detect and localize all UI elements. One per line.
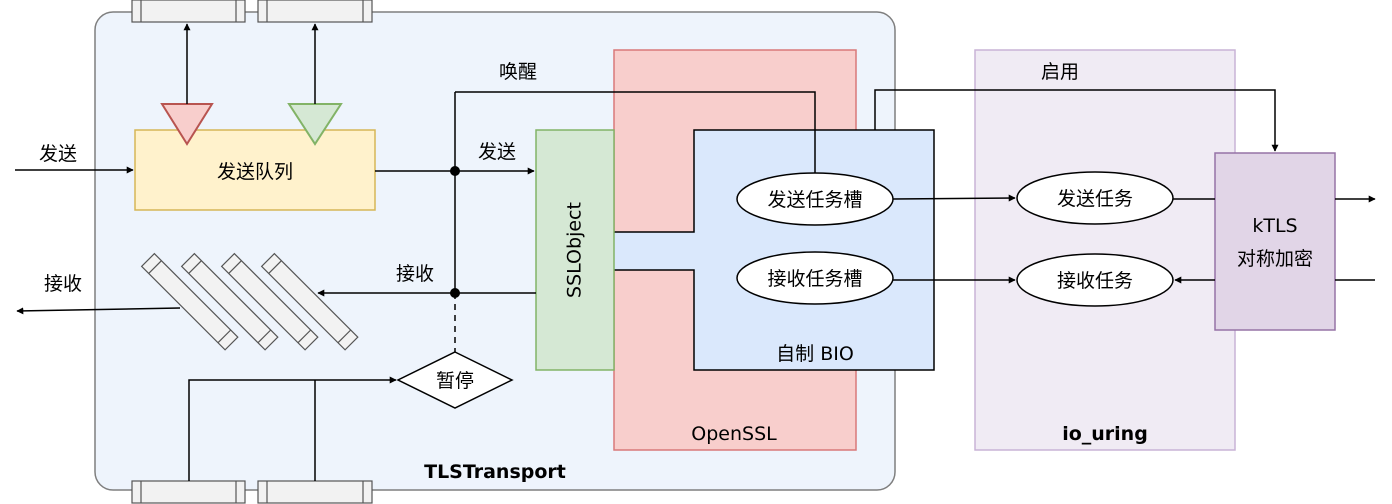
receive-task-label: 接收任务 bbox=[1057, 270, 1133, 292]
ktls-label-line2: 对称加密 bbox=[1237, 248, 1313, 270]
wake-path bbox=[455, 91, 816, 180]
ktls-box bbox=[1214, 152, 1336, 331]
sslobject-box bbox=[535, 129, 615, 371]
send-task-label: 发送任务 bbox=[1057, 188, 1133, 210]
top-buffer-left bbox=[131, 0, 246, 23]
enable-label: 启用 bbox=[1041, 61, 1079, 83]
top-buffer-right bbox=[257, 0, 373, 23]
io-uring-label: io_uring bbox=[1062, 423, 1148, 445]
pause-diamond bbox=[396, 351, 514, 409]
bottom-buffer-left bbox=[131, 480, 246, 504]
receive-buffers bbox=[140, 252, 359, 351]
receive-output-label: 接收 bbox=[44, 273, 82, 295]
receive-output-arrow bbox=[16, 307, 181, 315]
enable-path bbox=[874, 89, 1279, 152]
send-slot-to-task-arrow bbox=[892, 194, 1016, 202]
send-queue-box bbox=[134, 129, 376, 211]
tlstransport-label: TLSTransport bbox=[424, 461, 566, 483]
send-input-label: 发送 bbox=[39, 143, 77, 165]
io-uring-box bbox=[974, 49, 1236, 451]
custom-bio-label: 自制 BIO bbox=[776, 343, 854, 365]
send-mid-label: 发送 bbox=[478, 141, 516, 163]
receive-task-slot-label: 接收任务槽 bbox=[767, 268, 862, 290]
send-queue-label: 发送队列 bbox=[217, 161, 293, 183]
receive-task-slot bbox=[736, 251, 894, 305]
send-task bbox=[1016, 171, 1174, 225]
recv-mid-label: 接收 bbox=[396, 263, 434, 285]
openssl-label: OpenSSL bbox=[691, 423, 777, 445]
ktls-label-line1: kTLS bbox=[1252, 215, 1297, 237]
sslobject-label: SSLObject bbox=[564, 202, 586, 298]
wake-label: 唤醒 bbox=[499, 61, 537, 83]
pause-label: 暂停 bbox=[436, 370, 474, 392]
bottom-buffer-right bbox=[257, 480, 373, 504]
send-task-slot-label: 发送任务槽 bbox=[767, 189, 862, 211]
bottom-to-pause-path bbox=[188, 376, 397, 481]
junction-dot-send bbox=[450, 166, 460, 176]
receive-task bbox=[1016, 253, 1174, 307]
